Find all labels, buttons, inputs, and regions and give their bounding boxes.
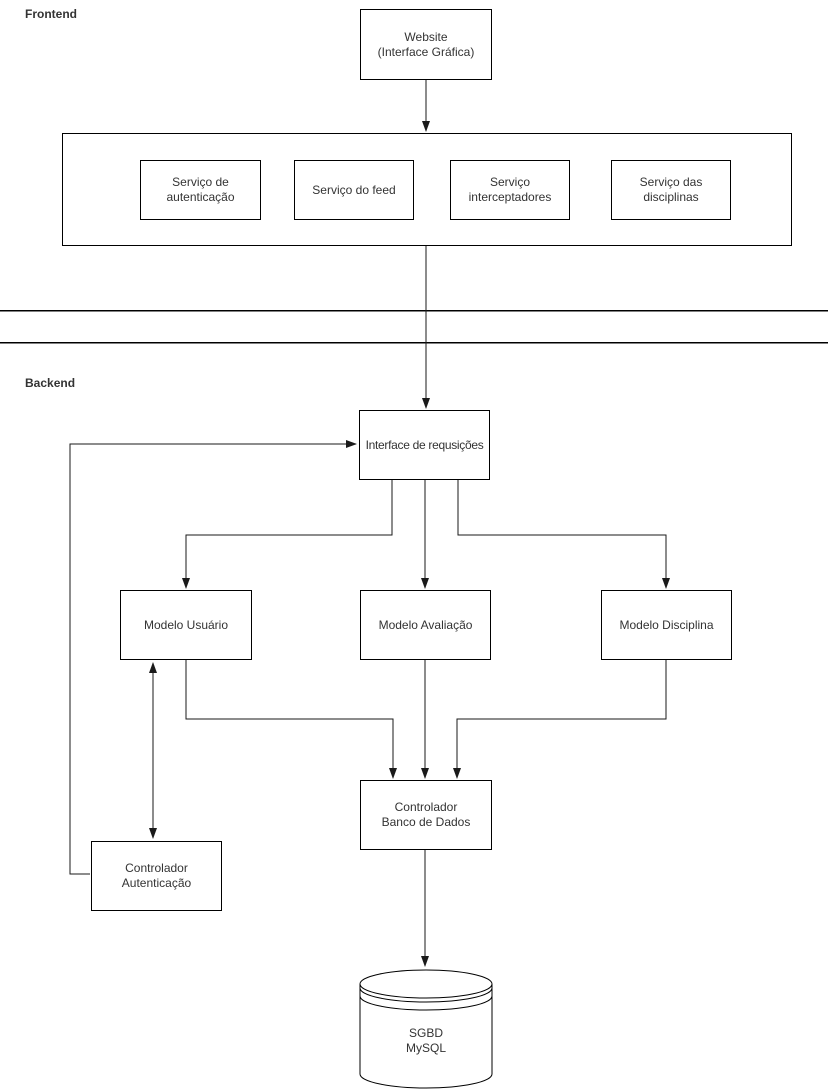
- node-modelo-disciplina-label: Modelo Disciplina: [619, 617, 714, 632]
- node-controlador-banco-dados-line1: Controlador: [394, 800, 458, 814]
- node-modelo-disciplina: Modelo Disciplina: [601, 590, 732, 660]
- node-controlador-banco-dados-line2: Banco de Dados: [381, 815, 471, 829]
- node-website-line1: Website: [404, 29, 448, 44]
- node-modelo-avaliacao-label: Modelo Avaliação: [378, 617, 473, 632]
- node-controlador-autenticacao: Controlador Autenticação: [91, 841, 222, 911]
- node-website-line2: (Interface Gráfica): [377, 44, 475, 59]
- node-servico-interceptadores: Serviço interceptadores: [450, 160, 570, 220]
- node-servico-disciplinas-label: Serviço das disciplinas: [639, 175, 703, 204]
- backend-section-label: Backend: [25, 376, 76, 390]
- node-servico-feed-label: Serviço do feed: [312, 182, 396, 197]
- edge-controlador-aut-to-interface: [69, 440, 357, 875]
- node-modelo-usuario-label: Modelo Usuário: [143, 617, 229, 632]
- node-sgbd-mysql-line1: SGBD: [408, 1026, 443, 1040]
- edge-interface-to-modelo-disciplina: [457, 480, 670, 589]
- node-servico-autenticacao: Serviço de autenticação: [140, 160, 261, 220]
- node-modelo-avaliacao: Modelo Avaliação: [360, 590, 491, 660]
- edge-modelo-usuario-to-controlador-bd: [185, 660, 397, 779]
- node-servico-autenticacao-label: Serviço de autenticação: [166, 175, 235, 204]
- node-interface-requisicoes: Interface de requsições: [359, 410, 490, 480]
- frontend-backend-divider: [0, 309, 828, 344]
- database-icon: [359, 969, 493, 1089]
- edge-interface-to-modelo-usuario: [182, 480, 393, 589]
- node-modelo-usuario: Modelo Usuário: [120, 590, 252, 660]
- node-servico-disciplinas: Serviço das disciplinas: [611, 160, 731, 220]
- node-sgbd-mysql-label: SGBD MySQL: [360, 1026, 492, 1056]
- node-controlador-banco-dados: Controlador Banco de Dados: [360, 780, 492, 850]
- frontend-section-label: Frontend: [25, 7, 77, 21]
- node-servico-feed: Serviço do feed: [294, 160, 414, 220]
- edge-modelo-disciplina-to-controlador-bd: [453, 660, 667, 779]
- node-sgbd-mysql-line2: MySQL: [405, 1041, 446, 1055]
- node-controlador-autenticacao-line2: Autenticação: [121, 876, 192, 890]
- node-servico-interceptadores-label: Serviço interceptadores: [468, 175, 552, 204]
- node-interface-requisicoes-label: Interface de requsições: [365, 437, 484, 452]
- node-controlador-autenticacao-line1: Controlador: [125, 861, 188, 875]
- node-website: Website (Interface Gráfica): [360, 9, 492, 80]
